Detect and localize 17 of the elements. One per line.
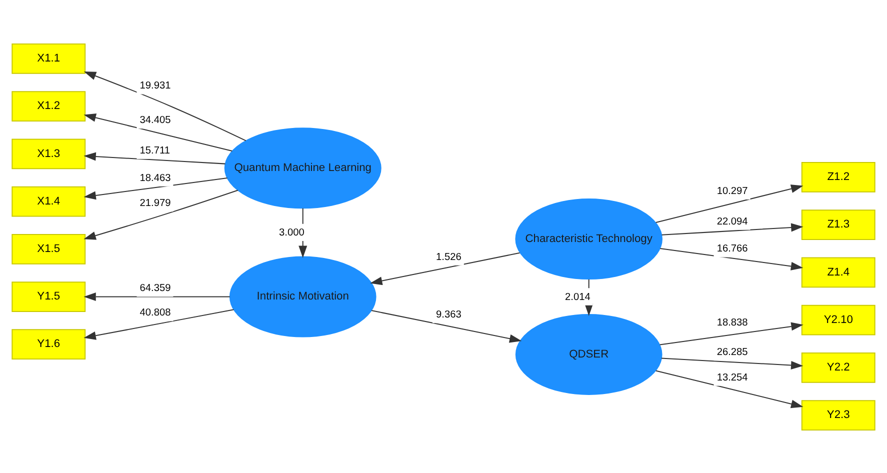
edge-label: 21.979 <box>140 198 171 209</box>
edge-label: 64.359 <box>140 282 171 294</box>
edge-label: 16.766 <box>716 243 748 254</box>
edge-label: 15.711 <box>140 144 170 156</box>
edge-label: 18.838 <box>716 317 748 328</box>
edge-label: 26.285 <box>716 346 748 358</box>
edge-label: 22.094 <box>716 216 748 227</box>
edge-label: 34.405 <box>140 114 171 126</box>
edge-label: 19.931 <box>140 80 171 92</box>
edge-label: 9.363 <box>436 309 462 320</box>
edge-label: 40.808 <box>140 306 171 318</box>
edge-label: 2.014 <box>565 291 590 302</box>
edge-label: 13.254 <box>716 372 748 383</box>
edge-label: 10.297 <box>716 185 748 196</box>
edge-label: 18.463 <box>140 172 171 184</box>
edge-label: 1.526 <box>436 251 462 262</box>
edge-label: 3.000 <box>279 226 304 238</box>
